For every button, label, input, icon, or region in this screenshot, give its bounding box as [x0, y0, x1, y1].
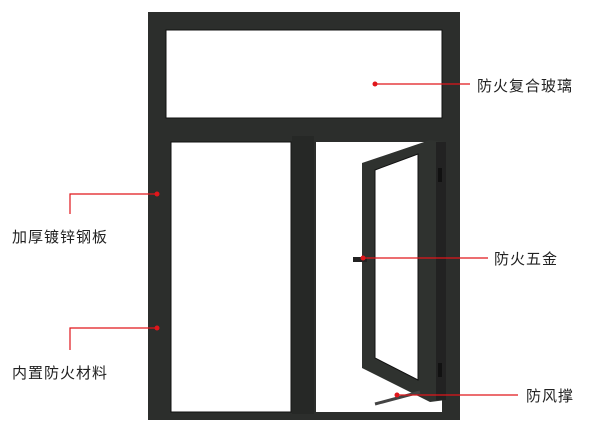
label-fire-material: 内置防火材料: [12, 364, 109, 382]
leader-dots: [154, 81, 400, 398]
label-steel-plate: 加厚镀锌钢板: [12, 228, 109, 246]
handle-icon: [353, 257, 367, 262]
label-fire-glass: 防火复合玻璃: [477, 77, 574, 95]
label-wind-stay: 防风撑: [526, 387, 575, 405]
open-sash: [353, 140, 446, 406]
wind-stay-icon: [374, 390, 421, 406]
label-hardware: 防火五金: [494, 250, 559, 268]
leader-lines: [69, 83, 518, 396]
